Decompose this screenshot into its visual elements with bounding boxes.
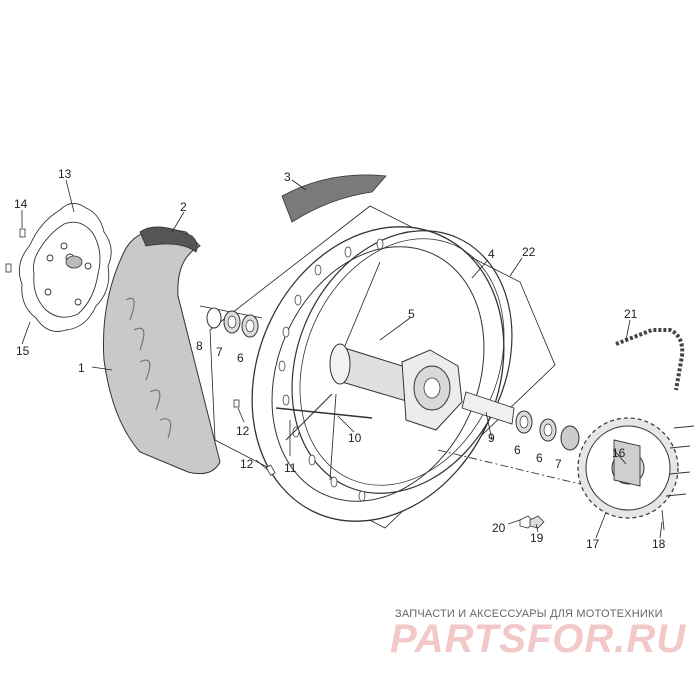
- rear-sprocket: [577, 417, 679, 519]
- callout-3: 3: [284, 170, 291, 184]
- callout-17: 17: [586, 537, 600, 551]
- wheel-axle: [461, 391, 515, 425]
- leader-lines: [21, 179, 663, 539]
- callout-2: 2: [180, 200, 187, 214]
- callout-16: 16: [612, 446, 626, 460]
- callout-1: 1: [78, 361, 85, 375]
- watermark: ЗАПЧАСТИ И АКСЕССУАРЫ ДЛЯ МОТОТЕХНИКИ PA…: [390, 608, 686, 661]
- watermark-tagline: ЗАПЧАСТИ И АКСЕССУАРЫ ДЛЯ МОТОТЕХНИКИ: [395, 608, 663, 620]
- callout-5: 5: [408, 307, 415, 321]
- left-bearing-set: [199, 305, 263, 338]
- callout-12-lower: 12: [240, 457, 254, 471]
- callout-19: 19: [530, 531, 544, 545]
- assembly-outline: [209, 205, 556, 529]
- callout-12-upper: 12: [236, 424, 250, 438]
- wheel-hub: [329, 343, 463, 431]
- sprocket-nuts: [519, 515, 545, 529]
- callout-4: 4: [488, 247, 495, 261]
- valve-screws: [233, 399, 276, 476]
- callout-21: 21: [624, 307, 638, 321]
- tyre: [103, 226, 221, 475]
- disc-bolt: [5, 228, 26, 273]
- sprocket-studs: [661, 425, 695, 531]
- callout-14: 14: [14, 197, 28, 211]
- callout-6-left: 6: [237, 351, 244, 365]
- callout-18: 18: [652, 537, 666, 551]
- right-bearing-set: [515, 410, 580, 451]
- watermark-brand: PARTSFOR.RU: [390, 617, 686, 661]
- callout-6-right-a: 6: [514, 443, 521, 457]
- callout-7-left: 7: [216, 345, 223, 359]
- callout-10: 10: [348, 431, 362, 445]
- callout-numbers: 1 2 3 4 5 6 6 6 7 7 8 9 10 11 12 12 13 1…: [14, 167, 666, 551]
- spoke-rod: [275, 393, 373, 441]
- callout-6-right-b: 6: [536, 451, 543, 465]
- callout-15: 15: [16, 344, 30, 358]
- callout-20: 20: [492, 521, 506, 535]
- callout-9: 9: [488, 431, 495, 445]
- callout-8: 8: [196, 339, 203, 353]
- rim-tape: [281, 174, 387, 223]
- callout-7-right: 7: [555, 457, 562, 471]
- callout-11: 11: [284, 461, 297, 475]
- callout-22: 22: [522, 245, 536, 259]
- brake-disc: [18, 203, 112, 332]
- callout-13: 13: [58, 167, 72, 181]
- drive-chain: [615, 328, 685, 391]
